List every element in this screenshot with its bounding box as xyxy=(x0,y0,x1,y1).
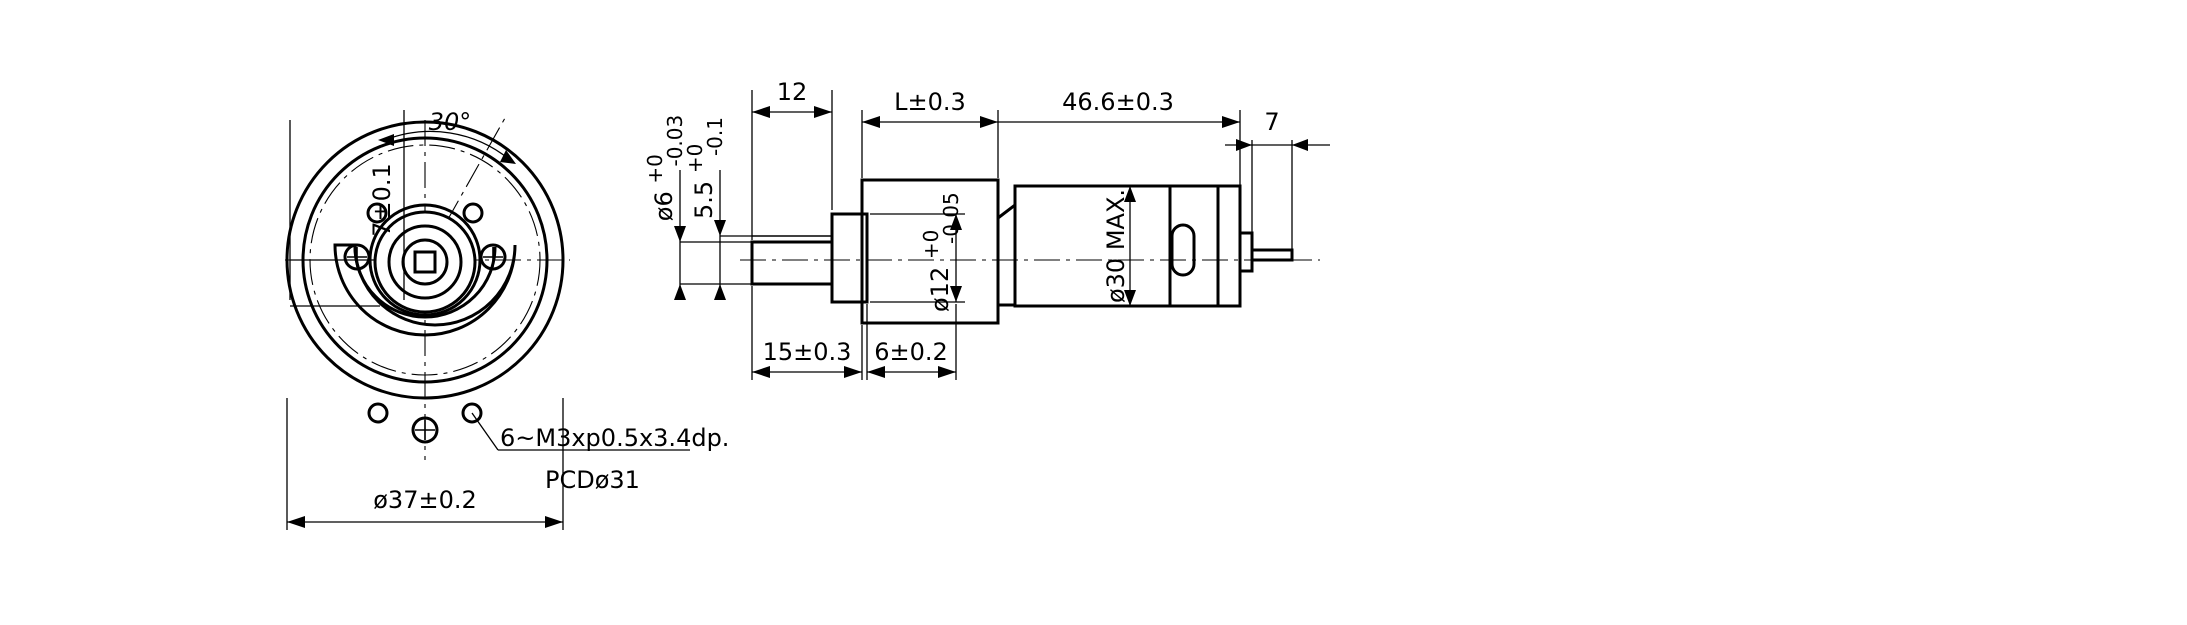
mount-hole xyxy=(461,402,483,424)
shaft-diameter-label: ø6 +0 -0.03 xyxy=(640,115,687,221)
rear-shaft-collar xyxy=(1238,231,1254,273)
mount-hole xyxy=(479,243,507,271)
pcd-label: PCDø31 xyxy=(545,466,640,494)
thread-label: 6~M3xp0.5x3.4dp. xyxy=(500,424,729,452)
motor-slot xyxy=(1170,223,1196,277)
motor-endcap xyxy=(1168,184,1242,308)
rear-shaft-label: 7 xyxy=(1264,108,1279,136)
angle-label: 30° xyxy=(429,108,472,136)
mount-hole xyxy=(366,202,388,224)
flat-label: 5.5 +0 -0.1 xyxy=(680,117,727,219)
crescent-inner xyxy=(353,246,497,319)
gearbox-body xyxy=(860,178,1000,325)
motor-body xyxy=(1013,184,1172,308)
crescent-outer xyxy=(333,243,517,337)
side-view: ø6 +0 -0.03 5.5 +0 -0.1 12 L±0.3 46.6±0.… xyxy=(640,78,1330,380)
hub-middle xyxy=(387,224,463,300)
motor-diameter-label: ø30 MAX. xyxy=(1102,189,1130,303)
mount-hole xyxy=(462,202,484,224)
flange-outer-circle xyxy=(285,120,565,400)
motor-length-label: 46.6±0.3 xyxy=(1062,88,1174,116)
diameter-label: ø37±0.2 xyxy=(373,486,477,514)
mount-hole xyxy=(343,243,371,271)
offset-label: 7±0.1 xyxy=(368,163,396,237)
output-boss xyxy=(830,212,869,304)
front-view: 30° 7±0.1 ø37±0.2 6~M3xp0.5x3.4dp. PCDø3… xyxy=(285,108,729,530)
motor-neck xyxy=(997,201,1017,307)
gearbox-length-label: L±0.3 xyxy=(894,88,966,116)
flat-length-label: 12 xyxy=(777,78,808,106)
hub-shaft xyxy=(401,238,449,286)
output-shaft xyxy=(750,240,834,286)
shaft-flat xyxy=(413,250,437,274)
boss-diameter-label: ø12 +0 -0.05 xyxy=(916,192,963,312)
rear-shaft xyxy=(1250,248,1294,262)
mount-hole xyxy=(367,402,389,424)
mounting-holes xyxy=(343,202,507,444)
mount-hole xyxy=(411,416,439,444)
boss-length-label: 6±0.2 xyxy=(874,338,948,366)
shaft-length-label: 15±0.3 xyxy=(763,338,852,366)
